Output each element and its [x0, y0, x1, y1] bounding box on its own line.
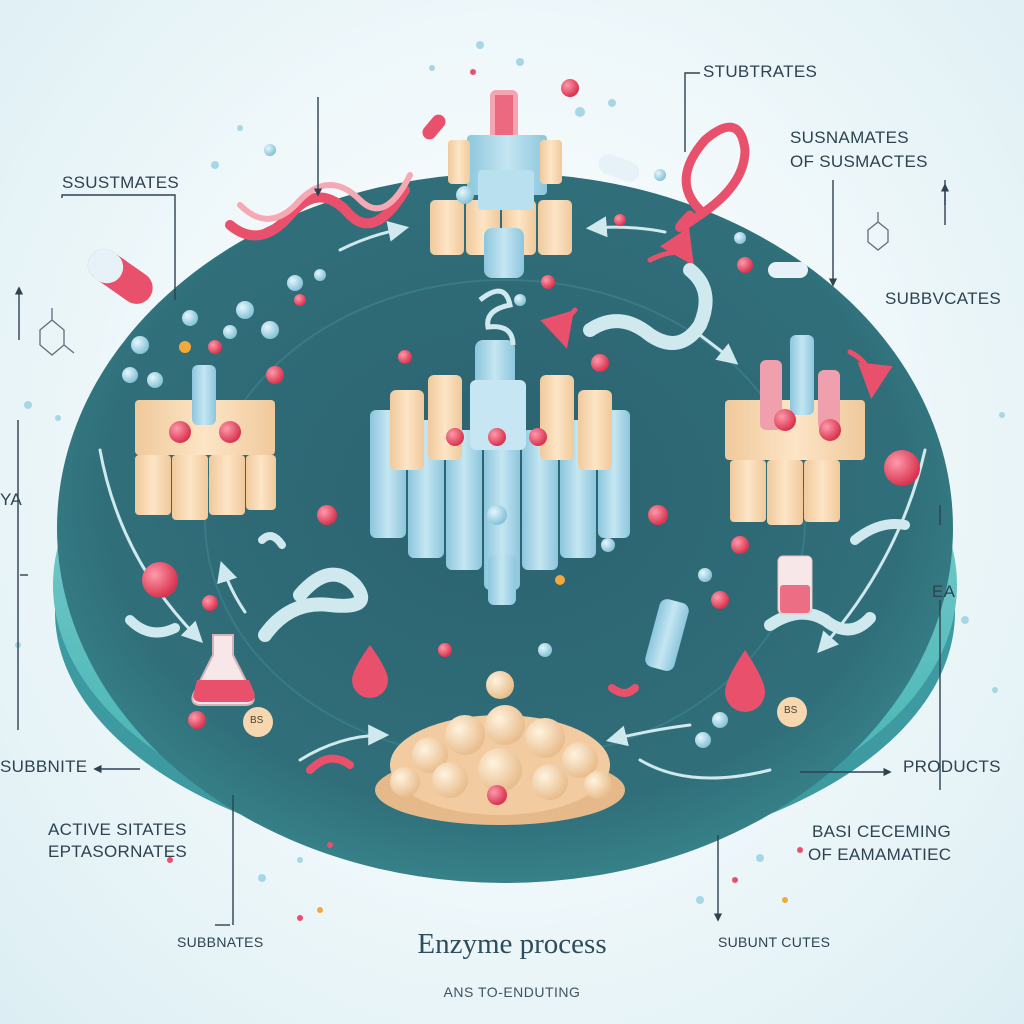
diagram-title: Enzyme process — [417, 928, 607, 960]
bead-label-right: BS — [784, 705, 798, 716]
label-of-susmactes: OF SUSMACTES — [790, 152, 928, 171]
bead-label-left: BS — [250, 715, 264, 726]
label-of-eamamatiec: OF EAMAMATIEC — [808, 845, 952, 864]
diagram-subtitle: ANS TO-ENDUTING — [443, 984, 581, 1000]
label-products: PRODUCTS — [903, 757, 1001, 776]
droplets — [352, 645, 765, 712]
label-subbnates: SUBBNATES — [177, 934, 264, 950]
label-ssustmates: SSUSTMATES — [62, 173, 179, 192]
label-subunt-cutes: SUBUNT CUTES — [718, 934, 831, 950]
label-ya: YA — [0, 490, 23, 509]
flask-icon — [191, 634, 255, 706]
left-enzyme-block — [135, 365, 276, 520]
product-mound — [375, 671, 625, 825]
structure-sketches — [39, 212, 889, 356]
label-subbnite: SUBBNITE — [0, 757, 88, 776]
label-active-sitates: ACTIVE SITATES — [48, 820, 187, 839]
substrate-strands — [125, 122, 910, 774]
label-stubtrates: STUBTRATES — [703, 62, 818, 81]
label-subbvcates: SUBBVCATES — [885, 289, 1002, 308]
red-arrows — [540, 226, 893, 399]
central-enzyme-complex — [370, 288, 630, 605]
top-enzyme-complex — [430, 90, 572, 278]
leader-lines — [14, 72, 950, 926]
label-ea: EA — [932, 582, 956, 601]
right-enzyme-block — [725, 335, 865, 525]
label-basi-ceceming: BASI CECEMING — [812, 822, 951, 841]
molecule-dots — [15, 41, 1005, 921]
label-eptasornates: EPTASORNATES — [48, 842, 187, 861]
label-susnamates: SUSNAMATES — [790, 128, 909, 147]
capsules — [87, 114, 813, 671]
